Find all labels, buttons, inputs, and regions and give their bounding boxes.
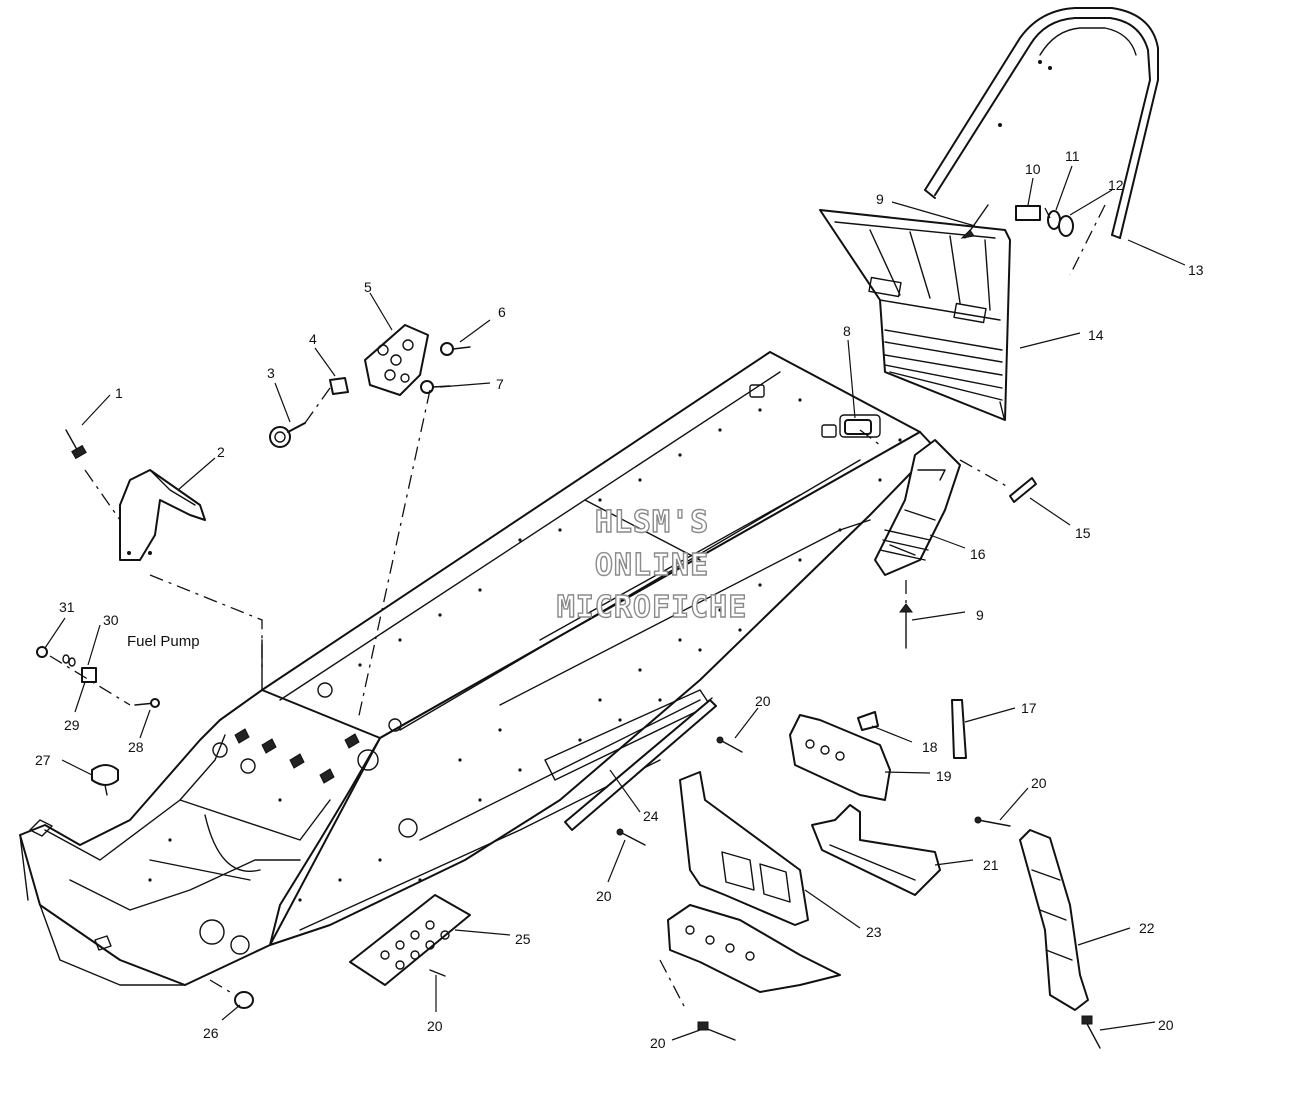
callout-14: 14 xyxy=(1088,327,1104,343)
lower-panels xyxy=(349,697,1089,1011)
watermark-line-1: HLSM'S xyxy=(595,505,709,540)
callout-28: 28 xyxy=(128,739,144,755)
callout-26: 26 xyxy=(203,1025,219,1041)
callout-29: 29 xyxy=(64,717,80,733)
mount-plate-5 xyxy=(364,324,429,396)
rear-flap xyxy=(819,209,1011,421)
callout-9-upper: 9 xyxy=(876,191,884,207)
rear-grab-handle xyxy=(924,7,1159,239)
callout-2: 2 xyxy=(217,444,225,460)
bracket-2 xyxy=(119,469,206,561)
callout-23: 23 xyxy=(866,924,882,940)
bumper-end-cap xyxy=(874,439,961,576)
callout-27: 27 xyxy=(35,752,51,768)
callout-9-lower: 9 xyxy=(976,607,984,623)
callout-25: 25 xyxy=(515,931,531,947)
leader-lines xyxy=(44,165,1186,1041)
callout-10: 10 xyxy=(1025,161,1041,177)
callout-20-b: 20 xyxy=(1031,775,1047,791)
alignment-lines xyxy=(49,204,1106,1009)
callout-numbers: 1 2 3 4 5 6 7 8 9 10 11 12 13 14 15 16 9… xyxy=(35,148,1204,1051)
callout-21: 21 xyxy=(983,857,999,873)
callout-13: 13 xyxy=(1188,262,1204,278)
watermark-line-3: MICROFICHE xyxy=(557,590,748,625)
callout-20-a: 20 xyxy=(755,693,771,709)
rivet-holes xyxy=(148,398,902,902)
callout-30: 30 xyxy=(103,612,119,628)
callout-4: 4 xyxy=(309,331,317,347)
callout-20-e: 20 xyxy=(650,1035,666,1051)
watermark: HLSM'S ONLINE MICROFICHE xyxy=(556,504,748,625)
callout-6: 6 xyxy=(498,304,506,320)
watermark-line-2: ONLINE xyxy=(595,548,709,583)
callout-11: 11 xyxy=(1065,148,1080,164)
callout-1: 1 xyxy=(115,385,123,401)
callout-12: 12 xyxy=(1108,177,1124,193)
callout-31: 31 xyxy=(59,599,75,615)
callout-19: 19 xyxy=(936,768,952,784)
callout-18: 18 xyxy=(922,739,938,755)
callout-16: 16 xyxy=(970,546,986,562)
callout-24: 24 xyxy=(643,808,659,824)
callout-5: 5 xyxy=(364,279,372,295)
callout-20-d: 20 xyxy=(427,1018,443,1034)
callout-8: 8 xyxy=(843,323,851,339)
callout-7: 7 xyxy=(496,376,504,392)
fuel-pump-caption: Fuel Pump xyxy=(127,633,200,650)
callout-3: 3 xyxy=(267,365,275,381)
chassis-tunnel xyxy=(19,351,936,986)
callout-15: 15 xyxy=(1075,525,1091,541)
callout-20-f: 20 xyxy=(1158,1017,1174,1033)
callout-17: 17 xyxy=(1021,700,1037,716)
callout-22: 22 xyxy=(1139,920,1155,936)
callout-20-c: 20 xyxy=(596,888,612,904)
